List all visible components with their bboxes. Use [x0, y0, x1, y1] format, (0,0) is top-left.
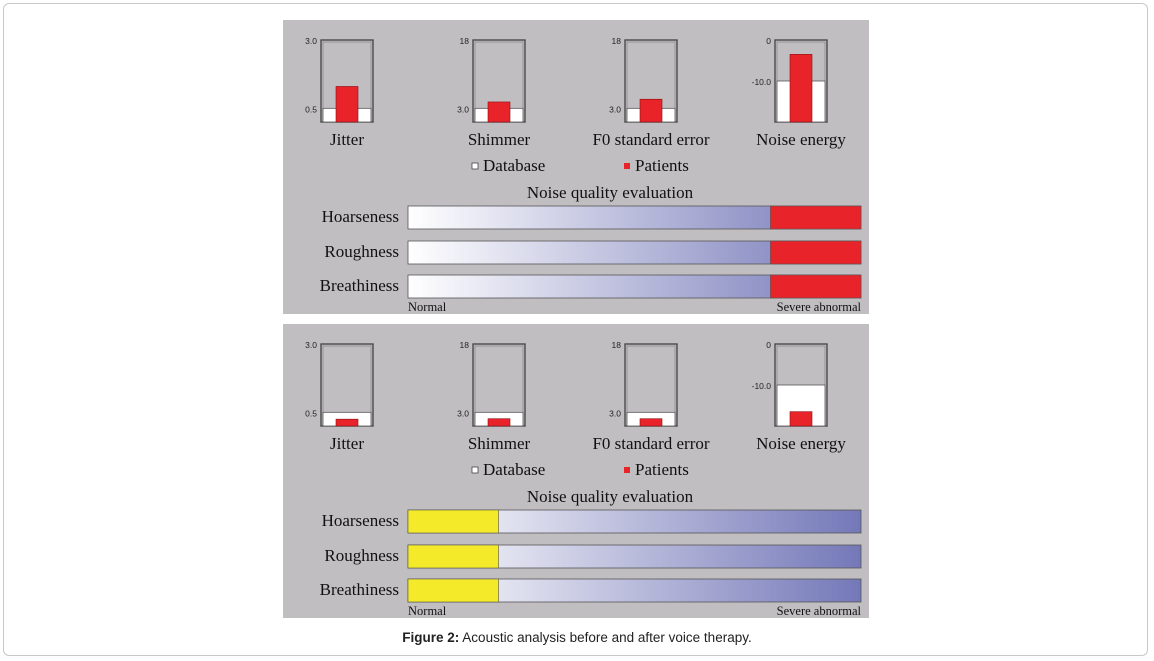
- quality-marker: [407, 544, 499, 569]
- quality-label: Breathiness: [320, 276, 399, 295]
- legend-patients-label: Patients: [635, 460, 689, 479]
- patient-bar: [639, 418, 663, 427]
- ref-tick-label: -10.0: [752, 381, 772, 391]
- quality-label: Hoarseness: [322, 511, 399, 530]
- ref-tick-label: 3.0: [609, 104, 621, 114]
- quality-row-roughness: Roughness: [324, 544, 862, 569]
- quality-row-roughness: Roughness: [324, 240, 862, 265]
- legend-database-swatch: [471, 162, 479, 170]
- gauge-label: Noise energy: [756, 130, 846, 149]
- gauge-label: Shimmer: [468, 130, 531, 149]
- patient-bar: [487, 101, 511, 123]
- figure-caption: Figure 2: Acoustic analysis before and a…: [0, 630, 1154, 645]
- scale-min-label: Normal: [408, 604, 447, 618]
- gauge-f0-standard-error: 18 3.0 F0 standard error: [592, 36, 709, 149]
- gauge-label: Jitter: [330, 130, 364, 149]
- top-tick-label: 0: [766, 340, 771, 350]
- gauge-f0-standard-error: 18 3.0 F0 standard error: [592, 340, 709, 453]
- legend-database-label: Database: [483, 460, 545, 479]
- top-tick-label: 3.0: [305, 340, 317, 350]
- scale-max-label: Severe abnormal: [777, 300, 862, 314]
- top-tick-label: 18: [460, 340, 470, 350]
- top-tick-label: 18: [612, 36, 622, 46]
- quality-row-breathiness: Breathiness: [320, 578, 862, 603]
- quality-marker: [770, 205, 862, 230]
- top-tick-label: 0: [766, 36, 771, 46]
- legend: Database Patients: [471, 460, 689, 479]
- ref-tick-label: 3.0: [457, 104, 469, 114]
- patient-bar: [487, 418, 511, 427]
- legend-database-label: Database: [483, 156, 545, 175]
- gauge-label: F0 standard error: [592, 434, 709, 453]
- ref-tick-label: 3.0: [457, 408, 469, 418]
- quality-label: Roughness: [324, 242, 399, 261]
- quality-marker: [407, 578, 499, 603]
- quality-label: Hoarseness: [322, 207, 399, 226]
- gauge-label: F0 standard error: [592, 130, 709, 149]
- patient-bar: [335, 418, 359, 427]
- quality-row-hoarseness: Hoarseness: [322, 509, 862, 534]
- legend-patients-swatch: [624, 467, 630, 473]
- ref-tick-label: -10.0: [752, 77, 772, 87]
- ref-tick-label: 0.5: [305, 408, 317, 418]
- gauge-label: Shimmer: [468, 434, 531, 453]
- quality-title: Noise quality evaluation: [527, 183, 694, 202]
- scale-min-label: Normal: [408, 300, 447, 314]
- quality-row-hoarseness: Hoarseness: [322, 205, 862, 230]
- legend-database-swatch: [471, 466, 479, 474]
- top-tick-label: 18: [460, 36, 470, 46]
- quality-marker: [770, 240, 862, 265]
- quality-marker: [770, 274, 862, 299]
- patient-bar: [335, 86, 359, 123]
- quality-row-breathiness: Breathiness: [320, 274, 862, 299]
- quality-title: Noise quality evaluation: [527, 487, 694, 506]
- quality-marker: [407, 509, 499, 534]
- caption-label: Figure 2:: [402, 630, 460, 645]
- caption-text: Acoustic analysis before and after voice…: [459, 630, 752, 645]
- top-tick-label: 18: [612, 340, 622, 350]
- quality-label: Breathiness: [320, 580, 399, 599]
- top-tick-label: 3.0: [305, 36, 317, 46]
- ref-tick-label: 0.5: [305, 104, 317, 114]
- ref-tick-label: 3.0: [609, 408, 621, 418]
- legend: Database Patients: [471, 156, 689, 175]
- gauge-label: Noise energy: [756, 434, 846, 453]
- patient-bar: [789, 54, 813, 123]
- legend-patients-swatch: [624, 163, 630, 169]
- quality-label: Roughness: [324, 546, 399, 565]
- legend-patients-label: Patients: [635, 156, 689, 175]
- patient-bar: [789, 411, 813, 427]
- scale-max-label: Severe abnormal: [777, 604, 862, 618]
- gauge-label: Jitter: [330, 434, 364, 453]
- patient-bar: [639, 98, 663, 123]
